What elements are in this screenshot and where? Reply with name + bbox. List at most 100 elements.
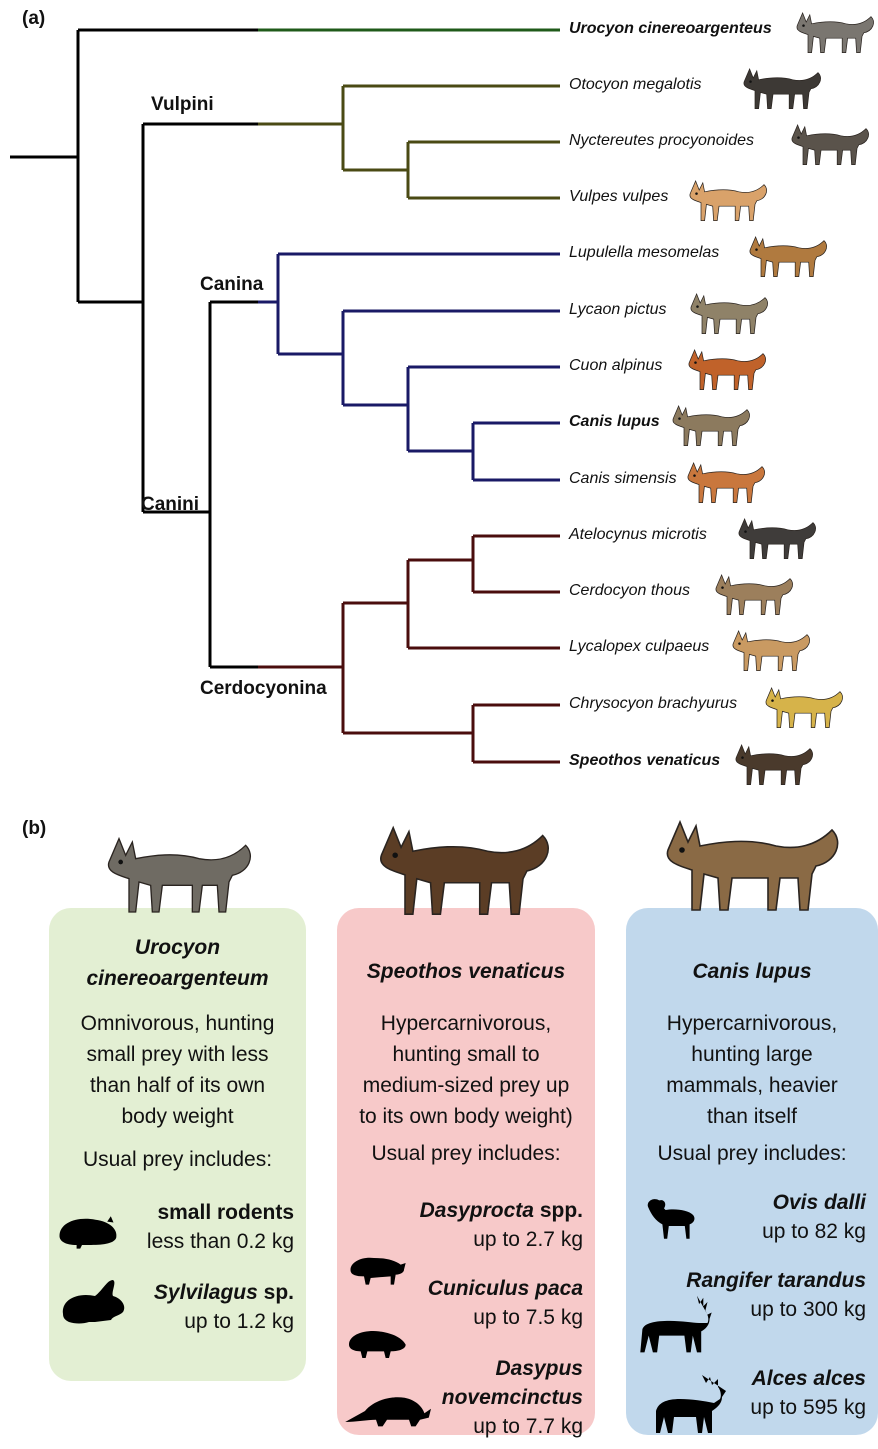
gray-fox-icon-drawing bbox=[787, 4, 878, 58]
jackal-icon bbox=[740, 228, 836, 287]
bush-dog-portrait bbox=[356, 808, 572, 931]
prey-name: Alces alces bbox=[752, 1367, 866, 1390]
sheep-silhouette-icon bbox=[640, 1183, 704, 1253]
culpeo-icon-drawing bbox=[723, 622, 819, 676]
taxon-label: Canis simensis bbox=[569, 470, 677, 488]
wolf-portrait-drawing bbox=[652, 802, 852, 922]
culpeo-icon bbox=[723, 622, 819, 681]
agouti-silhouette-wrapper bbox=[343, 1248, 415, 1303]
prey-item: Dasypus novemcinctus up to 7.7 kg bbox=[442, 1354, 583, 1441]
gray-fox-portrait-drawing bbox=[64, 822, 294, 922]
dhole-icon bbox=[679, 341, 775, 400]
short-eared-dog-icon bbox=[729, 510, 825, 569]
dhole-icon-drawing bbox=[679, 341, 775, 395]
prey-weight: less than 0.2 kg bbox=[147, 1227, 294, 1256]
bush-dog-icon-drawing bbox=[726, 736, 822, 790]
jackal-icon-drawing bbox=[740, 228, 836, 282]
bush-dog-portrait-drawing bbox=[356, 808, 572, 926]
card-title: Speothos venaticus bbox=[337, 956, 595, 987]
usual-prey-heading: Usual prey includes: bbox=[337, 1142, 595, 1166]
prey-item: Alces alces up to 595 kg bbox=[750, 1364, 866, 1422]
ethiopian-wolf-icon-drawing bbox=[678, 454, 774, 508]
agouti-silhouette-icon bbox=[343, 1248, 415, 1298]
wild-dog-icon-drawing bbox=[681, 285, 777, 339]
clade-label-canini: Canini bbox=[141, 494, 199, 516]
prey-weight: up to 7.7 kg bbox=[442, 1412, 583, 1441]
prey-item: Cuniculus paca up to 7.5 kg bbox=[428, 1274, 583, 1332]
rodent-silhouette-icon bbox=[55, 1208, 127, 1264]
clade-label-canina: Canina bbox=[200, 274, 263, 296]
taxon-label: Cuon alpinus bbox=[569, 357, 662, 375]
prey-weight: up to 7.5 kg bbox=[428, 1303, 583, 1332]
usual-prey-heading: Usual prey includes: bbox=[626, 1142, 878, 1166]
armadillo-silhouette-wrapper bbox=[343, 1378, 431, 1449]
wild-dog-icon bbox=[681, 285, 777, 344]
prey-item: small rodents less than 0.2 kg bbox=[147, 1198, 294, 1256]
clade-label-vulpini: Vulpini bbox=[151, 94, 214, 116]
paca-silhouette-icon bbox=[343, 1323, 415, 1373]
prey-name: Dasypus novemcinctus bbox=[442, 1357, 583, 1409]
bat-eared-fox-icon bbox=[734, 60, 830, 119]
sheep-silhouette-wrapper bbox=[640, 1183, 704, 1258]
card-description: Hypercarnivorous, hunting small to mediu… bbox=[337, 1008, 595, 1132]
prey-item: Dasyprocta spp. up to 2.7 kg bbox=[420, 1196, 583, 1254]
rabbit-silhouette-wrapper bbox=[55, 1273, 135, 1348]
usual-prey-heading: Usual prey includes: bbox=[49, 1148, 306, 1172]
wolf-portrait bbox=[652, 802, 852, 927]
card-title: Canis lupus bbox=[626, 956, 878, 987]
clade-label-cerdocyonina: Cerdocyonina bbox=[200, 678, 327, 700]
prey-name: Dasyprocta spp. bbox=[420, 1199, 583, 1222]
maned-wolf-icon-drawing bbox=[756, 679, 852, 733]
prey-name: small rodents bbox=[157, 1201, 294, 1224]
panel-b-label: (b) bbox=[22, 818, 46, 840]
card-title: Urocyon cinereoargenteum bbox=[49, 932, 306, 994]
bush-dog-icon bbox=[726, 736, 822, 795]
taxon-label: Cerdocyon thous bbox=[569, 582, 690, 600]
taxon-label: Lupulella mesomelas bbox=[569, 244, 719, 262]
ethiopian-wolf-icon bbox=[678, 454, 774, 513]
prey-weight: up to 82 kg bbox=[762, 1217, 866, 1246]
armadillo-silhouette-icon bbox=[343, 1378, 431, 1444]
wolf-icon bbox=[663, 397, 759, 456]
moose-silhouette-wrapper bbox=[648, 1363, 728, 1448]
crab-eating-fox-icon-drawing bbox=[706, 566, 802, 620]
raccoon-dog-icon bbox=[782, 116, 878, 175]
rodent-silhouette-wrapper bbox=[55, 1208, 127, 1269]
taxon-label: Canis lupus bbox=[569, 413, 660, 431]
prey-weight: up to 2.7 kg bbox=[420, 1225, 583, 1254]
prey-name: Ovis dalli bbox=[773, 1191, 866, 1214]
prey-weight: up to 595 kg bbox=[750, 1393, 866, 1422]
taxon-label: Vulpes vulpes bbox=[569, 188, 668, 206]
prey-item: Ovis dalli up to 82 kg bbox=[762, 1188, 866, 1246]
taxon-label: Speothos venaticus bbox=[569, 752, 720, 770]
paca-silhouette-wrapper bbox=[343, 1323, 415, 1378]
taxon-label: Urocyon cinereoargenteus bbox=[569, 20, 772, 38]
reindeer-silhouette-wrapper bbox=[634, 1278, 718, 1373]
prey-weight: up to 1.2 kg bbox=[154, 1307, 294, 1336]
card-description: Hypercarnivorous, hunting large mammals,… bbox=[626, 1008, 878, 1132]
prey-name: Cuniculus paca bbox=[428, 1277, 583, 1300]
short-eared-dog-icon-drawing bbox=[729, 510, 825, 564]
gray-fox-portrait bbox=[64, 822, 294, 927]
taxon-label: Atelocynus microtis bbox=[569, 526, 707, 544]
red-fox-icon-drawing bbox=[680, 172, 776, 226]
taxon-label: Chrysocyon brachyurus bbox=[569, 695, 737, 713]
rabbit-silhouette-icon bbox=[55, 1273, 135, 1343]
taxon-label: Lycalopex culpaeus bbox=[569, 638, 709, 656]
card-description: Omnivorous, hunting small prey with less… bbox=[49, 1008, 306, 1132]
prey-name: Sylvilagus sp. bbox=[154, 1281, 294, 1304]
prey-item: Sylvilagus sp. up to 1.2 kg bbox=[154, 1278, 294, 1336]
red-fox-icon bbox=[680, 172, 776, 231]
raccoon-dog-icon-drawing bbox=[782, 116, 878, 170]
reindeer-silhouette-icon bbox=[634, 1278, 718, 1368]
maned-wolf-icon bbox=[756, 679, 852, 738]
taxon-label: Otocyon megalotis bbox=[569, 76, 702, 94]
taxon-label: Lycaon pictus bbox=[569, 301, 667, 319]
moose-silhouette-icon bbox=[648, 1363, 728, 1443]
wolf-icon-drawing bbox=[663, 397, 759, 451]
taxon-label: Nyctereutes procyonoides bbox=[569, 132, 754, 150]
crab-eating-fox-icon bbox=[706, 566, 802, 625]
